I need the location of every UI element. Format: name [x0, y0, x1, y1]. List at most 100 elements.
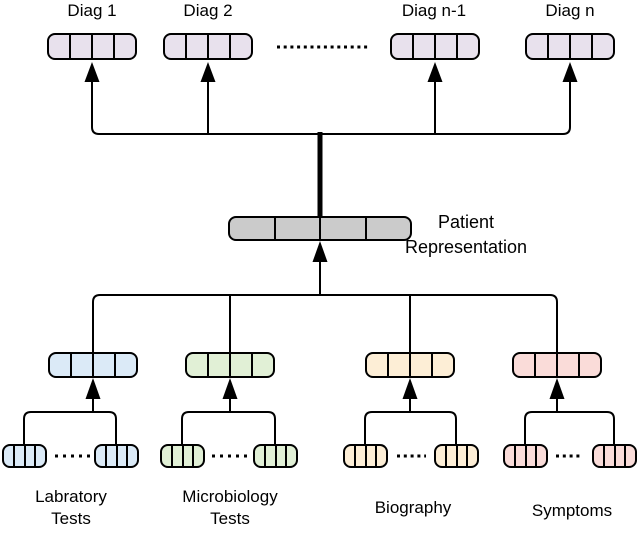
symptoms-input-vector-1 — [503, 444, 548, 468]
vector-cell — [185, 35, 207, 58]
diag-n-1-vector — [390, 33, 480, 60]
arrow-up-icon — [84, 62, 100, 82]
biography-label: Biography — [374, 498, 452, 517]
vector-cell — [170, 446, 182, 466]
arrow-up-icon — [312, 241, 328, 262]
diag-2-label: Diag 2 — [183, 1, 233, 20]
input-branch-lines — [92, 259, 558, 353]
vector-cell — [50, 354, 70, 376]
patient-representation-label: Patient Representation — [404, 212, 528, 257]
vector-cell — [375, 446, 386, 466]
vector-cell — [207, 354, 229, 376]
vector-cell — [364, 218, 411, 239]
vector-cell — [34, 446, 45, 466]
vector-cell — [436, 446, 445, 466]
vector-cell — [207, 35, 229, 58]
vector-cell — [187, 354, 207, 376]
diag-n-1-label: Diag n-1 — [401, 1, 467, 20]
vector-cell — [535, 446, 546, 466]
vector-cell — [4, 446, 13, 466]
symptoms-input-vector-n — [592, 444, 637, 468]
laboratory-tests-label: Labratory Tests — [35, 487, 107, 528]
vector-cell — [126, 446, 137, 466]
vector-cell — [114, 354, 136, 376]
vector-cell — [534, 354, 556, 376]
microbiology-tests-vector — [185, 352, 275, 378]
vector-cell — [455, 446, 467, 466]
vector-cell — [556, 354, 578, 376]
arrow-up-icon — [427, 62, 443, 82]
vector-cell — [505, 446, 514, 466]
vector-cell — [115, 446, 127, 466]
microbiology-tests-label: Microbiology Tests — [182, 487, 278, 528]
microbiology-input-vector-n — [253, 444, 298, 468]
vector-cell — [230, 218, 274, 239]
vector-cell — [23, 446, 35, 466]
symptoms-label: Symptoms — [531, 501, 613, 520]
arrow-up-icon — [85, 378, 101, 399]
group-merge-lines — [23, 398, 615, 444]
vector-cell — [514, 354, 534, 376]
arrow-up-icon — [549, 378, 565, 399]
vector-cell — [263, 446, 275, 466]
biography-vector — [365, 352, 455, 378]
diag-1-vector — [47, 33, 137, 60]
arrowhead-icons — [84, 62, 578, 399]
vector-cell — [547, 35, 569, 58]
diag-n-label: Diag n — [545, 1, 595, 20]
vector-cell — [91, 35, 113, 58]
diag-2-vector — [163, 33, 253, 60]
vector-cell — [96, 446, 105, 466]
vector-cell — [578, 354, 600, 376]
biography-input-vector-1 — [343, 444, 388, 468]
vector-cell — [409, 354, 431, 376]
vector-cell — [367, 354, 387, 376]
vector-cell — [181, 446, 193, 466]
diag-n-vector — [525, 33, 615, 60]
vector-cell — [273, 218, 320, 239]
vector-cell — [434, 35, 456, 58]
vector-cell — [387, 354, 409, 376]
vector-cell — [569, 35, 591, 58]
vector-cell — [70, 354, 92, 376]
vector-cell — [591, 35, 613, 58]
vector-cell — [285, 446, 296, 466]
vector-cell — [255, 446, 264, 466]
vector-cell — [92, 354, 114, 376]
vector-cell — [345, 446, 354, 466]
vector-cell — [274, 446, 286, 466]
laboratory-input-vector-1 — [2, 444, 47, 468]
vector-cell — [624, 446, 635, 466]
vector-cell — [319, 218, 365, 239]
patient-representation-vector — [228, 216, 412, 241]
vector-cell — [527, 35, 547, 58]
vector-cell — [104, 446, 116, 466]
microbiology-input-vector-1 — [160, 444, 205, 468]
vector-cell — [466, 446, 477, 466]
vector-cell — [251, 354, 273, 376]
vector-cell — [229, 354, 251, 376]
laboratory-tests-vector — [48, 352, 138, 378]
arrow-up-icon — [222, 378, 238, 399]
vector-cell — [165, 35, 185, 58]
vector-cell — [524, 446, 536, 466]
symptoms-vector — [512, 352, 602, 378]
vector-cell — [192, 446, 203, 466]
ellipsis-dots — [55, 45, 582, 458]
biography-input-vector-n — [434, 444, 479, 468]
vector-cell — [364, 446, 376, 466]
vector-cell — [602, 446, 614, 466]
laboratory-input-vector-n — [94, 444, 139, 468]
output-branch-lines — [91, 80, 571, 135]
vector-cell — [613, 446, 625, 466]
vector-cell — [353, 446, 365, 466]
arrow-up-icon — [562, 62, 578, 82]
arrow-up-icon — [200, 62, 216, 82]
vector-cell — [113, 35, 135, 58]
vector-cell — [456, 35, 478, 58]
vector-cell — [594, 446, 603, 466]
diag-1-label: Diag 1 — [67, 1, 117, 20]
vector-cell — [412, 35, 434, 58]
